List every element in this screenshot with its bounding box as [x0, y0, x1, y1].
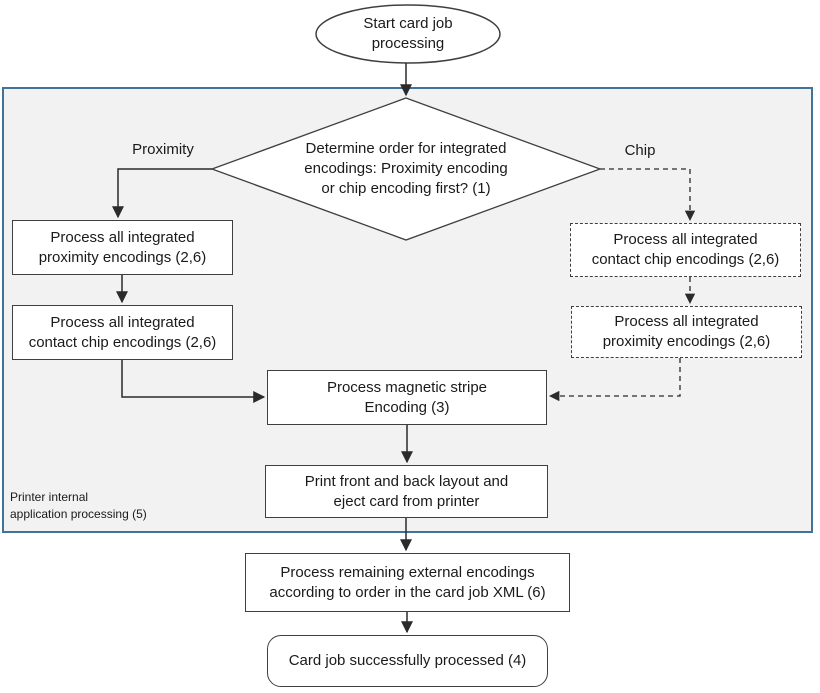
process-magstripe-encoding-box: Process magnetic stripe Encoding (3): [267, 370, 547, 425]
container-caption-line: application processing (5): [10, 507, 147, 521]
process-contact-chip-encodings-box-left: Process all integrated contact chip enco…: [12, 305, 233, 360]
decision-label: or chip encoding first? (1): [321, 180, 491, 197]
box-label: proximity encodings (2,6): [38, 248, 207, 266]
chip-branch-label: Chip: [624, 142, 656, 159]
end-terminator-label: Card job successfully processed (4): [288, 652, 527, 669]
process-contact-chip-encodings-box-right: Process all integrated contact chip enco…: [570, 223, 801, 277]
box-label: proximity encodings (2,6): [602, 333, 771, 350]
box-label: eject card from printer: [333, 492, 480, 510]
proximity-branch-label: Proximity: [132, 141, 194, 158]
box-label: according to order in the card job XML (…: [269, 583, 546, 601]
print-and-eject-box: Print front and back layout and eject ca…: [265, 465, 548, 518]
container-caption: Printer internal application processing …: [10, 489, 210, 523]
box-label: Print front and back layout and: [304, 472, 509, 490]
decision-diamond: Determine order for integrated encodings…: [256, 139, 556, 199]
process-external-encodings-box: Process remaining external encodings acc…: [245, 553, 570, 612]
box-label: contact chip encodings (2,6): [591, 251, 780, 268]
box-label: Process remaining external encodings: [280, 563, 535, 581]
decision-label: encodings: Proximity encoding: [304, 160, 508, 177]
start-terminator-label: Start card job: [363, 15, 453, 32]
process-proximity-encodings-box-right: Process all integrated proximity encodin…: [571, 306, 802, 358]
process-proximity-encodings-box-left: Process all integrated proximity encodin…: [12, 220, 233, 275]
start-terminator: Start card job processing: [316, 14, 500, 54]
box-label: Process all integrated: [613, 231, 758, 248]
box-label: contact chip encodings (2,6): [28, 333, 217, 351]
box-label: Process all integrated: [50, 313, 195, 331]
start-terminator-label: processing: [371, 35, 445, 52]
container-caption-line: Printer internal: [10, 490, 89, 504]
box-label: Process magnetic stripe: [326, 378, 488, 396]
decision-label: Determine order for integrated: [305, 140, 507, 157]
box-label: Encoding (3): [364, 398, 450, 416]
box-label: Process all integrated: [50, 228, 195, 246]
end-terminator: Card job successfully processed (4): [267, 635, 548, 687]
box-label: Process all integrated: [614, 313, 759, 330]
